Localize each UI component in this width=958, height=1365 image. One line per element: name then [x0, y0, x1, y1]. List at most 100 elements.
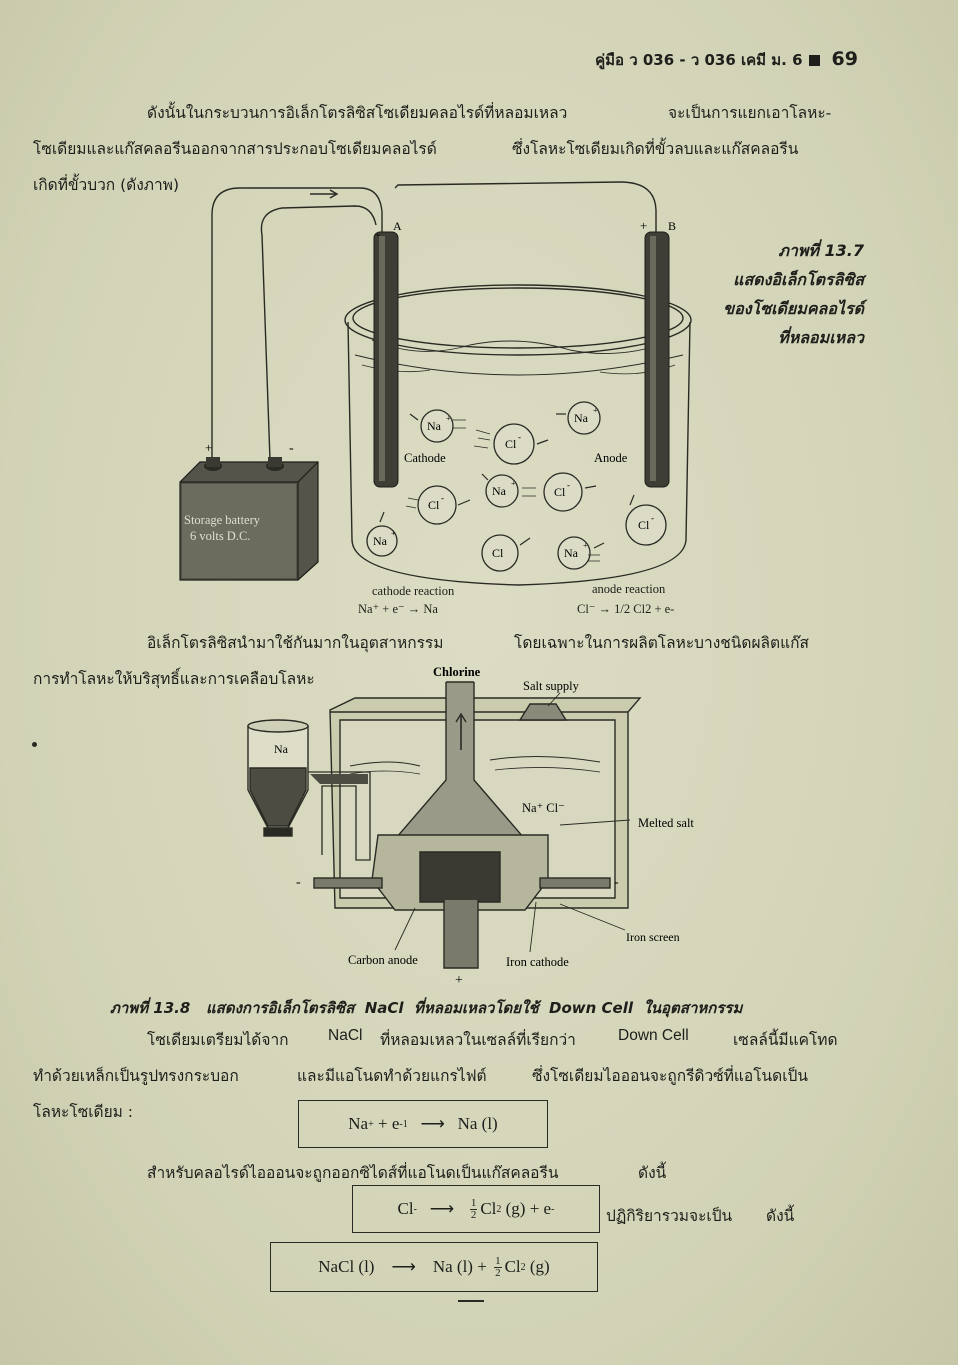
- carbon-anode-label: Carbon anode: [348, 953, 418, 967]
- na-ion-1: [420, 409, 454, 443]
- svg-text:+: +: [593, 406, 598, 415]
- after-eq2-text-b: ดังนี้: [766, 1207, 795, 1225]
- down-cell-diagram: Chlorine Salt supply Na Na⁺ Cl⁻ Melted s…: [247, 665, 694, 988]
- beaker-rim: [344, 284, 692, 356]
- cl-atom: [481, 534, 519, 572]
- cl-ion-3: [543, 472, 583, 512]
- svg-text:+: +: [446, 414, 451, 423]
- battery-plus: +: [205, 440, 212, 455]
- anode-reaction: Cl⁻ → 1/2 Cl2 + e-: [577, 602, 675, 616]
- page-bottom-mark: [458, 1300, 484, 1302]
- cl-ion-4: [625, 504, 667, 546]
- iron-cathode-label: Iron cathode: [506, 955, 569, 969]
- beaker-body: [347, 321, 691, 586]
- battery-label-line1: Storage battery: [184, 513, 261, 527]
- para4-text-a: สำหรับคลอไรด์ไอออนจะถูกออกซิไดส์ที่แอโนด…: [147, 1164, 559, 1182]
- caption-13-7-line1: ภาพที่ 13.7: [778, 241, 864, 260]
- svg-text:-: -: [567, 480, 570, 490]
- para3-line3: โลหะโซเดียม :: [33, 1103, 134, 1121]
- na-reservoir-label: Na: [274, 742, 289, 756]
- para3-line2a: ทำด้วยเหล็กเป็นรูปทรงกระบอก: [33, 1067, 239, 1085]
- anode-electrode: [644, 231, 670, 488]
- electrode-a-minus: -: [376, 226, 380, 241]
- intro-line3: เกิดที่ขั้วบวก (ดังภาพ): [33, 176, 179, 194]
- figure-13-7-caption: ภาพที่ 13.7 แสดงอิเล็กโตรลิซิส ของโซเดีย…: [723, 236, 864, 352]
- cathode-bar-right: [539, 877, 611, 889]
- intro-line1a: ดังนั้นในกระบวนการอิเล็กโตรลิซิสโซเดียมค…: [147, 104, 568, 122]
- square-bullet-icon: [808, 55, 820, 66]
- cl-ion-2: [417, 485, 457, 525]
- anode-label: Anode: [594, 451, 628, 465]
- intro-line2b: ซึ่งโลหะโซเดียมเกิดที่ขั้วลบและแก๊สคลอรี…: [512, 140, 799, 158]
- para3-line1b: NaCl: [328, 1027, 363, 1044]
- cathode-reaction: Na⁺ + e⁻ → Na: [358, 602, 438, 616]
- wire-negative: [260, 205, 377, 461]
- salt-supply-label: Salt supply: [523, 679, 580, 693]
- chlorine-label: Chlorine: [433, 665, 481, 679]
- salt-supply-hopper: [518, 703, 568, 721]
- svg-text:-: -: [441, 493, 444, 503]
- caption-13-7-line3: ของโซเดียมคลอไรด์: [723, 299, 864, 318]
- svg-text:Cl: Cl: [492, 546, 504, 560]
- bullet-dot-icon: [32, 742, 37, 747]
- para2-line1a: อิเล็กโตรลิซิสนำมาใช้กันมากในอุตสาหกรรม: [147, 634, 444, 652]
- header-text: คู่มือ ว 036 - ว 036 เคมี ม. 6: [595, 51, 803, 69]
- na-ion-2: [567, 401, 601, 435]
- svg-text:Cl: Cl: [554, 485, 566, 499]
- iron-screen-label: Iron screen: [626, 930, 680, 944]
- electrode-a-label: A: [393, 219, 402, 233]
- intro-line1b: จะเป็นการแยกเอาโลหะ-: [668, 104, 832, 122]
- svg-text:-: -: [518, 432, 521, 442]
- para3-line1c: ที่หลอมเหลวในเซลล์ที่เรียกว่า: [380, 1031, 576, 1049]
- storage-battery: [179, 457, 319, 581]
- svg-text:-: -: [651, 513, 654, 523]
- para3-line2c: ซึ่งโซเดียมไอออนจะถูกรีดิวซ์ที่แอโนดเป็น: [532, 1067, 808, 1085]
- anode-stem: [443, 900, 479, 969]
- cl-ion-1: [493, 423, 535, 465]
- battery-minus: -: [289, 441, 294, 456]
- figure-13-8-caption: ภาพที่ 13.8 แสดงการอิเล็กโตรลิซิส NaCl ท…: [110, 999, 743, 1017]
- na-ion-5: [557, 536, 591, 570]
- para2-line2: การทำโลหะให้บริสุทธิ์และการเคลือบโลหะ: [33, 670, 315, 688]
- electrode-b-label: B: [668, 219, 676, 233]
- para3-line2b: และมีแอโนดทำด้วยแกรไฟต์: [297, 1067, 487, 1085]
- minus-right-label: -: [614, 875, 619, 890]
- cathode-reaction-label: cathode reaction: [372, 584, 455, 598]
- melted-salt-label: Melted salt: [638, 816, 694, 830]
- battery-label-line2: 6 volts D.C.: [190, 529, 250, 543]
- svg-text:Na: Na: [564, 546, 579, 560]
- svg-text:Na: Na: [574, 411, 589, 425]
- motion-arrow-icon: [409, 413, 419, 421]
- svg-text:Na: Na: [373, 534, 388, 548]
- wire-anode: [394, 181, 657, 232]
- para3-line1a: โซเดียมเตรียมได้จาก: [147, 1031, 289, 1049]
- na-ion-3: [485, 474, 519, 508]
- anode-reaction-label: anode reaction: [592, 582, 666, 596]
- cathode-bar-left: [313, 877, 383, 889]
- svg-text:Cl: Cl: [428, 498, 440, 512]
- plus-bottom-label: +: [455, 973, 463, 988]
- para3-line1e: เซลล์นี้มีแคโทด: [733, 1031, 838, 1049]
- electrolysis-diagram: A - B + + - Storage battery 6 volts D.C.…: [179, 181, 692, 586]
- svg-text:+: +: [511, 479, 516, 488]
- caption-13-7-line4: ที่หลอมเหลว: [778, 328, 864, 347]
- para3-line1d: Down Cell: [618, 1027, 689, 1044]
- na-ion-4: [366, 525, 398, 557]
- cathode-electrode: [373, 231, 399, 488]
- svg-text:Cl: Cl: [638, 518, 650, 532]
- svg-text:+: +: [391, 529, 396, 538]
- wire-positive: [211, 187, 383, 460]
- after-eq2-text-a: ปฏิกิริยารวมจะเป็น: [606, 1207, 733, 1225]
- intro-line2a: โซเดียมและแก๊สคลอรีนออกจากสารประกอบโซเดี…: [33, 140, 437, 158]
- liquid-surface: [354, 354, 684, 376]
- svg-text:Cl: Cl: [505, 437, 517, 451]
- carbon-anode-block: [419, 851, 501, 903]
- ions-label: Na⁺ Cl⁻: [522, 801, 565, 815]
- minus-left-label: -: [296, 875, 301, 890]
- cathode-label: Cathode: [404, 451, 446, 465]
- svg-text:Na: Na: [492, 484, 507, 498]
